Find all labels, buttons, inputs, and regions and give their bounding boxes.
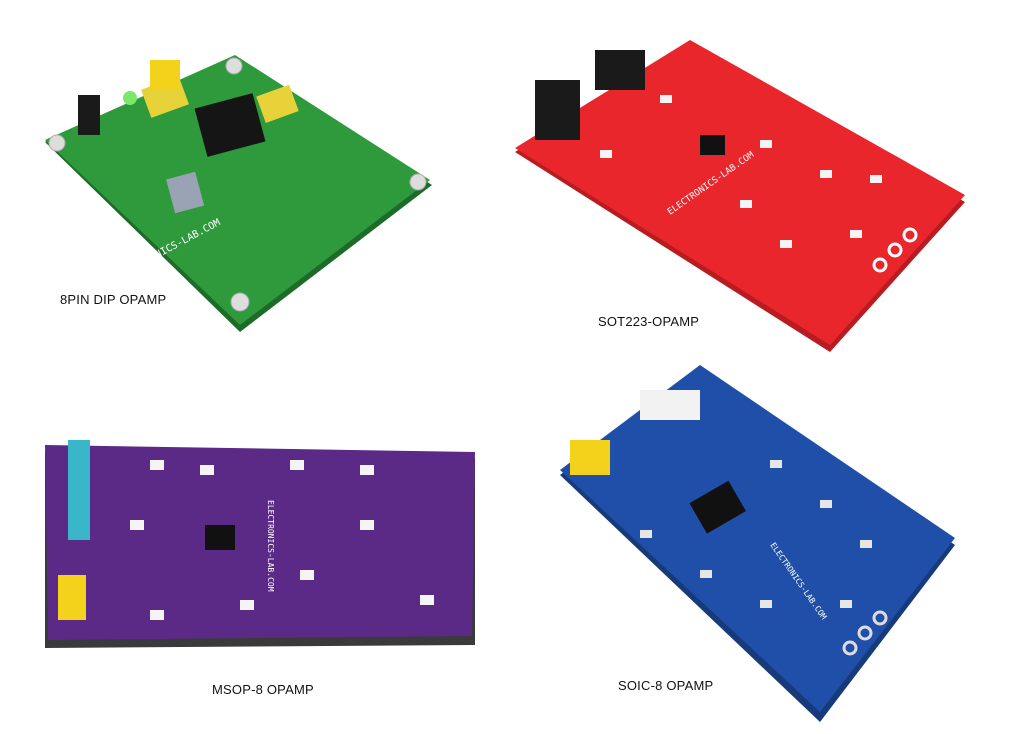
- cyan-pin-header: [68, 440, 90, 540]
- yellow-pin-header: [570, 440, 610, 475]
- white-pin-header: [640, 390, 700, 420]
- caption-msop-opamp: MSOP-8 OPAMP: [212, 682, 314, 697]
- yellow-pin-header: [58, 575, 86, 620]
- yellow-pin-header: [150, 60, 180, 90]
- caption-dip-opamp: 8PIN DIP OPAMP: [60, 292, 167, 307]
- soic-opamp-board: ELECTRONICS-LAB.COM: [560, 365, 955, 722]
- msop8-ic-chip: [205, 525, 235, 550]
- black-pin-header: [535, 80, 580, 140]
- black-pin-header: [78, 95, 100, 135]
- sot223-ic-chip: [700, 135, 725, 155]
- dip-opamp-board: ELECTRONICS-LAB.COM: [45, 55, 432, 332]
- sot223-opamp-board: ELECTRONICS-LAB.COM: [515, 40, 965, 352]
- caption-soic-opamp: SOIC-8 OPAMP: [618, 678, 714, 693]
- caption-sot223-opamp: SOT223-OPAMP: [598, 314, 700, 329]
- msop-opamp-board: ELECTRONICS-LAB.COM: [45, 440, 475, 648]
- soic8-ic-chip: [689, 480, 746, 534]
- msop-silkscreen: ELECTRONICS-LAB.COM: [266, 500, 275, 592]
- dip8-ic-chip: [194, 93, 266, 157]
